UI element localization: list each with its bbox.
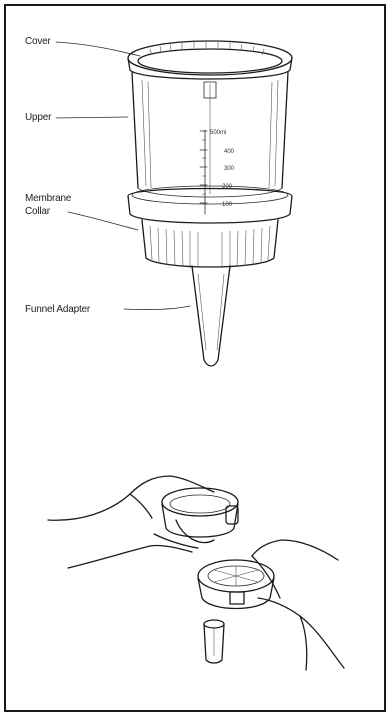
funnel-adapter	[192, 266, 230, 366]
cover-rim-outer	[128, 41, 292, 75]
right-hand-wrist	[300, 616, 307, 670]
right-hand-bottom	[258, 598, 344, 668]
hands-assembly	[48, 476, 344, 670]
leader-lines	[56, 42, 190, 310]
lower-ring-ribs	[150, 226, 270, 268]
upper-right-wall	[282, 72, 288, 188]
cover-rim-inner	[138, 49, 282, 73]
filter-unit: 500ml 400 300 200 100	[128, 41, 292, 366]
scale-mark-400: 400	[224, 149, 235, 155]
leader-cover	[56, 42, 140, 56]
left-hand-wrist-bottom	[68, 545, 192, 568]
left-hand-wrist-top	[48, 476, 214, 520]
leader-funnel-adapter	[124, 306, 190, 310]
left-hand-thumb-base	[130, 494, 152, 518]
adapter-top	[204, 620, 224, 628]
scale-top-label: 500ml	[210, 130, 226, 136]
scale-mark-300: 300	[224, 166, 235, 172]
leader-collar	[68, 212, 138, 230]
lower-ring	[142, 220, 278, 267]
volume-scale: 500ml 400 300 200 100	[200, 130, 235, 214]
left-hand-fingertips	[176, 520, 214, 543]
upper-shading	[142, 80, 278, 194]
collar-grid	[214, 566, 258, 586]
upper-cup-inner	[170, 495, 230, 513]
scale-mark-100: 100	[222, 202, 233, 208]
collar-tab	[230, 592, 244, 604]
leader-upper	[56, 117, 128, 118]
upper-left-wall	[132, 72, 138, 188]
right-hand-top	[252, 540, 338, 560]
